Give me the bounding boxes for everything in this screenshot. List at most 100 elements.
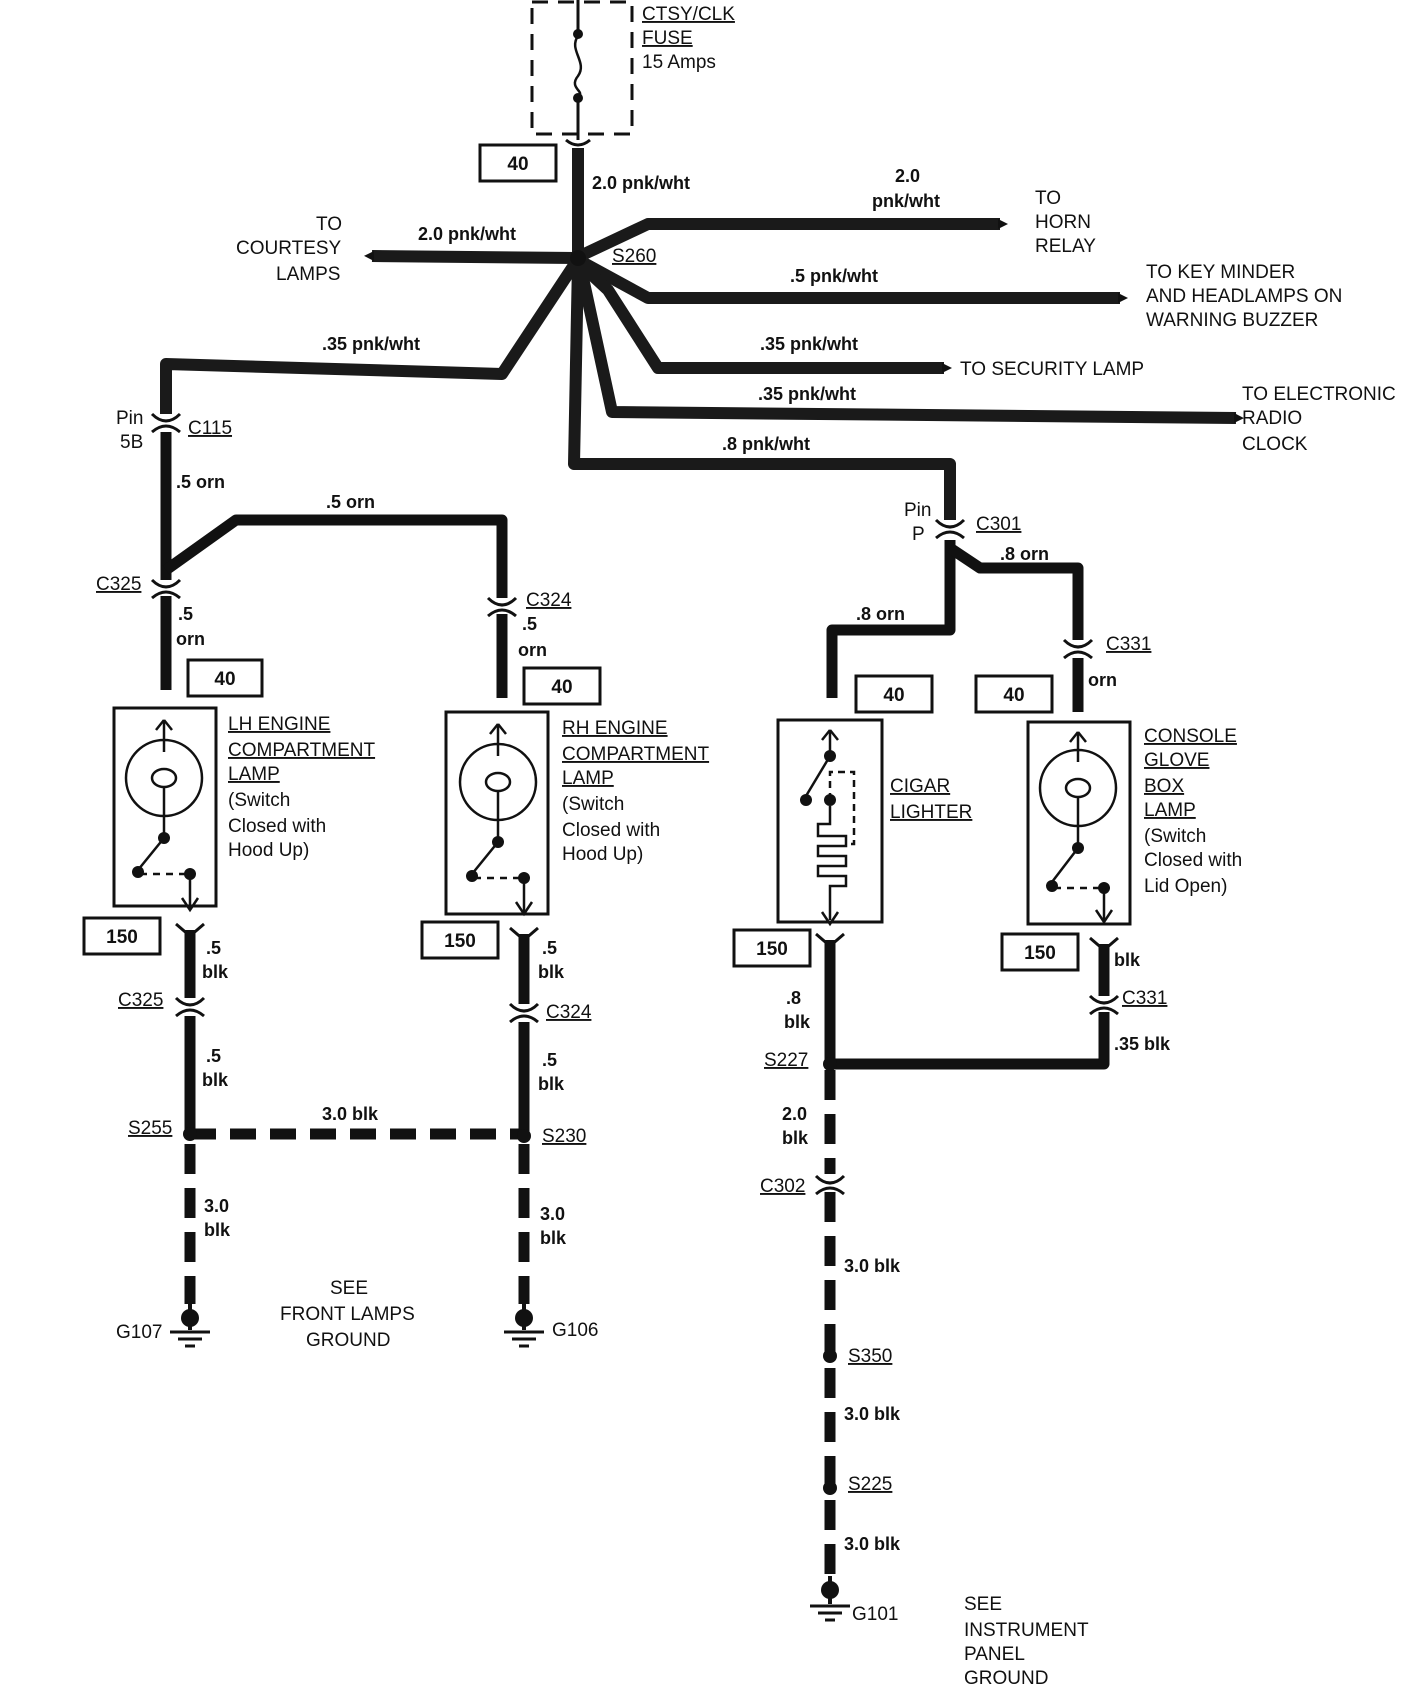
connector-c331-bottom <box>1088 994 1120 1016</box>
rh-lamp-l1: RH ENGINE <box>562 718 668 739</box>
fuse: CTSY/CLK FUSE 15 Amps <box>530 0 735 140</box>
rh-blk-5a: .5 <box>542 938 557 958</box>
courtesy-dest-2: COURTESY <box>236 238 342 259</box>
main-wire-label: 2.0 pnk/wht <box>592 173 690 193</box>
courtesy-wire: 2.0 pnk/wht <box>418 224 516 244</box>
glove-box-lamp <box>1026 720 1132 926</box>
lh-blk-b: blk <box>202 1070 229 1090</box>
lh-ground-blk: blk <box>204 1220 231 1240</box>
box-150-glove <box>1000 932 1080 972</box>
bridge-blk-30: 3.0 blk <box>322 1104 379 1124</box>
security-dest: TO SECURITY LAMP <box>960 359 1144 380</box>
see-ip-3: PANEL <box>964 1644 1025 1665</box>
glove-l7: Lid Open) <box>1144 876 1227 897</box>
rh-lamp-l3: LAMP <box>562 768 614 789</box>
radio-wire: .35 pnk/wht <box>758 384 856 404</box>
connector-c324-bottom <box>508 1002 540 1024</box>
c301-pin-2: P <box>912 524 925 545</box>
c301-name: C301 <box>976 514 1021 535</box>
lh-lamp-l1: LH ENGINE <box>228 714 330 735</box>
splice-s225 <box>823 1481 837 1495</box>
ip-blk-30-c: 3.0 blk <box>844 1534 901 1554</box>
ground-g101-icon <box>810 1576 850 1622</box>
orn-wires-right <box>826 540 1084 712</box>
glove-l6: Closed with <box>1144 850 1242 871</box>
c331-top-label: C331 <box>1106 634 1151 655</box>
see-ip-4: GROUND <box>964 1668 1048 1688</box>
s255-label: S255 <box>128 1118 172 1139</box>
box-40-rh-label: 40 <box>551 677 572 698</box>
cigar-blk: blk <box>784 1012 811 1032</box>
keyminder-dest-2: AND HEADLAMPS ON <box>1146 286 1342 307</box>
horn-wire-2: pnk/wht <box>872 191 940 211</box>
fuse-element <box>573 35 583 98</box>
connector-c115 <box>150 412 182 434</box>
splice-s260-label: S260 <box>612 246 656 267</box>
see-ip-1: SEE <box>964 1594 1002 1615</box>
splice-s350 <box>823 1349 837 1363</box>
lh-blk-5b: .5 <box>206 1046 221 1066</box>
glove-l2: GLOVE <box>1144 750 1209 771</box>
rh-ground-blk: blk <box>540 1228 567 1248</box>
rh-wire-5: .5 <box>522 614 537 634</box>
c115-pin-1: Pin <box>116 408 143 429</box>
box-40-cigar-label: 40 <box>883 685 904 706</box>
box-40-cigar <box>854 674 934 714</box>
rh-lamp-l6: Hood Up) <box>562 844 643 865</box>
blk-connector-tops <box>175 922 1119 952</box>
lh-wire-5: .5 <box>178 604 193 624</box>
c331-bottom-label: C331 <box>1122 988 1167 1009</box>
glove-blk-35: .35 blk <box>1114 1034 1171 1054</box>
glove-l5: (Switch <box>1144 826 1206 847</box>
horn-dest-3: RELAY <box>1035 236 1096 257</box>
rh-engine-lamp <box>444 710 550 917</box>
box-40-fuse-label: 40 <box>507 154 528 175</box>
s227-label: S227 <box>764 1050 808 1071</box>
heating-element-icon <box>816 806 848 920</box>
ground-wires-solid <box>184 930 1110 1136</box>
rh-blk-a: blk <box>538 962 565 982</box>
c324-top-label: C324 <box>526 590 572 611</box>
rh-wire-orn: orn <box>518 640 547 660</box>
orn-wires-left <box>160 432 508 698</box>
cigar-l2: LIGHTER <box>890 802 972 823</box>
rh-ground-30: 3.0 <box>540 1204 565 1224</box>
see-front-3: GROUND <box>306 1330 390 1351</box>
g107-label: G107 <box>116 1322 162 1343</box>
g101-label: G101 <box>852 1604 898 1625</box>
lh-lamp-l3: LAMP <box>228 764 280 785</box>
horn-dest-2: HORN <box>1035 212 1091 233</box>
s230-label: S230 <box>542 1126 586 1147</box>
cigar-ground-blk: blk <box>782 1128 809 1148</box>
see-ip-2: INSTRUMENT <box>964 1620 1089 1641</box>
box-150-cigar-label: 150 <box>756 939 788 960</box>
radio-dest-3: CLOCK <box>1242 434 1308 455</box>
c324-bottom-label: C324 <box>546 1002 592 1023</box>
security-wire: .35 pnk/wht <box>760 334 858 354</box>
box-150-rh <box>420 920 500 960</box>
ground-g107-icon <box>170 1304 210 1348</box>
connector-c331-top <box>1062 638 1094 660</box>
lh-lamp-l2: COMPARTMENT <box>228 740 375 761</box>
radio-dest-2: RADIO <box>1242 408 1302 429</box>
s225-label: S225 <box>848 1474 892 1495</box>
splice-s230 <box>517 1129 531 1143</box>
box-150-glove-label: 150 <box>1024 943 1056 964</box>
lh-blk-a: blk <box>202 962 229 982</box>
c301-wire: .8 pnk/wht <box>722 434 810 454</box>
keyminder-wire: .5 pnk/wht <box>790 266 878 286</box>
s350-label: S350 <box>848 1346 892 1367</box>
fuse-name-2: FUSE <box>642 28 693 49</box>
fuse-housing <box>530 0 634 136</box>
ground-g106-icon <box>504 1304 544 1348</box>
keyminder-dest-1: TO KEY MINDER <box>1146 262 1295 283</box>
box-150-rh-label: 150 <box>444 931 476 952</box>
radio-dest-1: TO ELECTRONIC <box>1242 384 1396 405</box>
c115-wire: .35 pnk/wht <box>322 334 420 354</box>
glove-blk: blk <box>1114 950 1141 970</box>
main-wires <box>160 148 1244 520</box>
keyminder-dest-3: WARNING BUZZER <box>1146 310 1318 331</box>
courtesy-dest-1: TO <box>316 214 342 235</box>
glove-l1: CONSOLE <box>1144 726 1237 747</box>
courtesy-dest-3: LAMPS <box>276 264 340 285</box>
